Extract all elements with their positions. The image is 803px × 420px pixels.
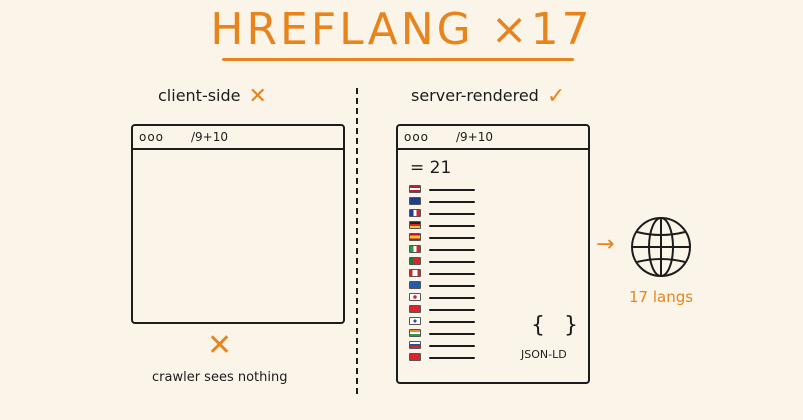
server-rendered-browser-window: ooo /9+10	[396, 124, 590, 384]
cn-flag-icon	[409, 305, 421, 313]
ru-flag-icon	[409, 341, 421, 349]
de-flag-icon	[409, 221, 421, 229]
fr-flag-icon	[409, 209, 421, 217]
hreflang-line	[429, 261, 475, 263]
hreflang-line	[429, 333, 475, 335]
it-flag-icon	[409, 245, 421, 253]
jp-flag-icon	[409, 293, 421, 301]
title-underline	[222, 58, 574, 61]
browser-url: /9+10	[191, 130, 229, 144]
languages-caption: 17 langs	[629, 288, 694, 306]
hreflang-line	[429, 285, 475, 287]
kr-flag-icon	[409, 317, 421, 325]
hreflang-line	[429, 297, 475, 299]
cross-icon: ✕	[207, 328, 233, 363]
es-flag-icon	[409, 233, 421, 241]
server-rendered-label: server-rendered	[411, 86, 539, 105]
cross-icon: ✕	[248, 84, 267, 109]
crawler-caption: crawler sees nothing	[152, 370, 288, 385]
check-icon: ✓	[546, 84, 566, 109]
in-flag-icon	[409, 329, 421, 337]
json-ld-label: JSON-LD	[521, 348, 567, 361]
hreflang-line	[429, 345, 475, 347]
hreflang-line	[429, 237, 475, 239]
hreflang-line	[429, 321, 475, 323]
hreflang-line	[429, 249, 475, 251]
browser-address-bar: ooo /9+10	[133, 126, 343, 150]
se-flag-icon	[409, 281, 421, 289]
hreflang-line	[429, 213, 475, 215]
hreflang-line	[429, 201, 475, 203]
browser-address-bar: ooo /9+10	[398, 126, 588, 150]
hreflang-line	[429, 189, 475, 191]
dashed-divider	[356, 88, 358, 394]
window-controls-icon: ooo	[139, 130, 165, 144]
page-title: HREFLANG ×17	[210, 4, 593, 55]
ca-flag-icon	[409, 269, 421, 277]
tr-flag-icon	[409, 353, 421, 361]
client-side-heading: client-side ✕	[158, 86, 267, 108]
hreflang-line	[429, 273, 475, 275]
hreflang-line	[429, 357, 475, 359]
server-rendered-heading: server-rendered ✓	[411, 86, 565, 108]
globe-icon	[631, 217, 691, 277]
uk-flag-icon	[409, 197, 421, 205]
json-braces-icon: { }	[531, 313, 584, 338]
window-controls-icon: ooo	[404, 130, 430, 144]
browser-url: /9+10	[456, 130, 494, 144]
client-side-label: client-side	[158, 86, 241, 105]
us-flag-icon	[409, 185, 421, 193]
hreflang-line	[429, 225, 475, 227]
client-side-browser-window: ooo /9+10	[131, 124, 345, 324]
arrow-icon: →	[596, 232, 615, 257]
hreflang-line	[429, 309, 475, 311]
hreflang-count: = 21	[410, 158, 452, 178]
pt-flag-icon	[409, 257, 421, 265]
